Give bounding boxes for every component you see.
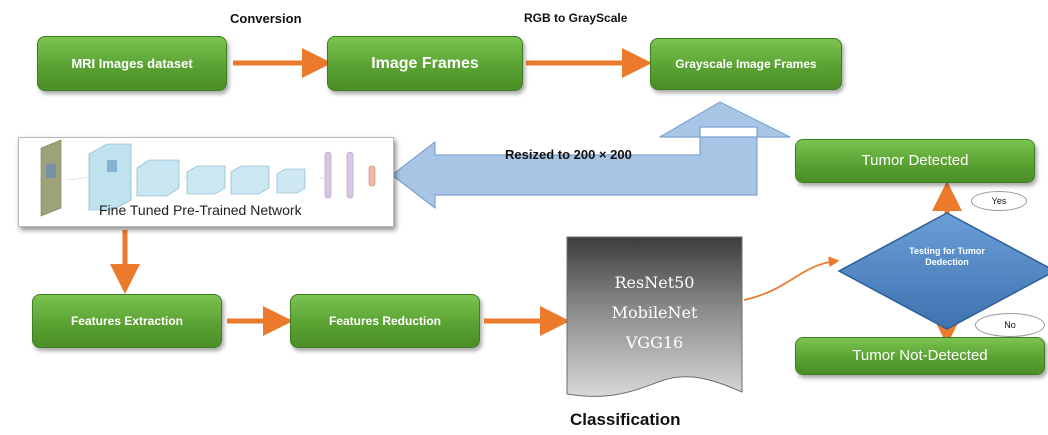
classification-label: Classification bbox=[570, 410, 681, 429]
yes-label: Yes bbox=[971, 191, 1027, 211]
model-list: ResNet50 MobileNet VGG16 bbox=[567, 268, 742, 358]
model-resnet50: ResNet50 bbox=[614, 273, 695, 292]
resized-label: Resized to 200 × 200 bbox=[505, 147, 632, 162]
no-label: No bbox=[975, 313, 1045, 337]
cnn-architecture-illustration bbox=[40, 139, 376, 217]
features-reduction-box: Features Reduction bbox=[290, 294, 480, 348]
conversion-label: Conversion bbox=[230, 11, 302, 26]
decision-diamond bbox=[837, 212, 1048, 330]
tumor-detected-box: Tumor Detected bbox=[795, 139, 1035, 183]
rgb-to-grayscale-label: RGB to GrayScale bbox=[524, 11, 628, 25]
mri-dataset-box: MRI Images dataset bbox=[37, 36, 227, 91]
model-mobilenet: MobileNet bbox=[611, 303, 698, 322]
classification-document bbox=[566, 236, 743, 397]
image-frames-box: Image Frames bbox=[327, 36, 523, 91]
features-extraction-box: Features Extraction bbox=[32, 294, 222, 348]
tumor-not-detected-box: Tumor Not-Detected bbox=[795, 337, 1045, 375]
network-caption: Fine Tuned Pre-Trained Network bbox=[99, 202, 302, 218]
resize-arrow bbox=[391, 101, 791, 209]
pretrained-network-panel: Fine Tuned Pre-Trained Network bbox=[18, 137, 394, 227]
model-vgg16: VGG16 bbox=[625, 333, 684, 352]
arrow-classifier-to-decision bbox=[743, 256, 840, 301]
grayscale-frames-box: Grayscale Image Frames bbox=[650, 38, 842, 90]
decision-text: Testing for Tumor Dedection bbox=[909, 246, 985, 267]
